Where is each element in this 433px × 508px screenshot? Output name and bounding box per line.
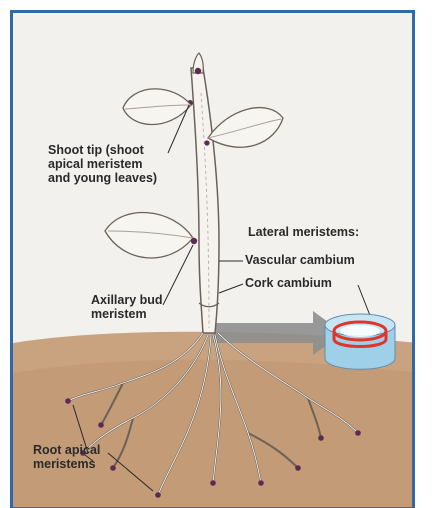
cork-cambium-label: Cork cambium <box>245 276 405 290</box>
root-apical-label: Root apical meristems <box>33 443 153 471</box>
soil-shading <box>13 360 415 508</box>
axillary-bud-label: Axillary bud meristem <box>91 293 201 321</box>
shoot-tip-label: Shoot tip (shoot apical meristem and you… <box>48 143 198 185</box>
leaf-node-dot <box>204 140 209 145</box>
figure-frame: Shoot tip (shoot apical meristem and you… <box>10 10 415 508</box>
lateral-meristems-title: Lateral meristems: <box>248 225 408 239</box>
axillary-bud-meristem-dot <box>191 238 197 244</box>
lateral-meristem-cylinder <box>325 314 395 369</box>
vascular-cambium-label: Vascular cambium <box>245 253 405 267</box>
lower-left-leaf <box>105 213 193 258</box>
right-leaf <box>208 108 283 148</box>
shoot-apical-meristem-dot <box>195 68 201 74</box>
